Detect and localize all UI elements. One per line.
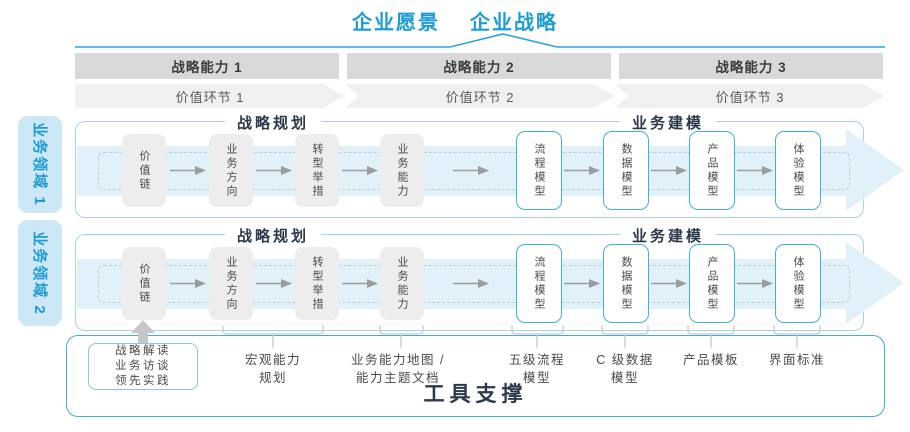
arrow-right-icon <box>651 165 687 176</box>
box-experience-model-text: 体验模型 <box>792 255 804 312</box>
tool-support-title: 工具支撑 <box>423 383 528 406</box>
arrow-right-icon <box>737 165 773 176</box>
deliverable-text: 能力主题文档 <box>355 370 440 385</box>
dashed-track <box>98 265 850 303</box>
box-value-chain: 价值链 <box>122 134 166 207</box>
domain-label-1-text: 业务领域 1 <box>30 122 48 207</box>
box-business-capability: 业务能力 <box>380 134 424 207</box>
box-process-model: 流程模型 <box>516 131 562 210</box>
box-data-model-text: 数据模型 <box>620 255 632 312</box>
deliverable-text: 宏观能力 <box>244 353 301 367</box>
box-process-model-text: 流程模型 <box>533 142 545 199</box>
box-data-model: 数据模型 <box>603 131 649 210</box>
modeling-section-title: 业务建模 <box>619 225 717 246</box>
deliverable-text: 模型 <box>610 370 639 385</box>
domain-label-1: 业务领域 1 <box>18 116 62 213</box>
box-transformation-initiatives: 转型举措 <box>295 247 339 320</box>
capability-bar-row: 战略能力 1 战略能力 2 战略能力 3 <box>75 53 883 79</box>
arrow-right-icon <box>737 278 773 289</box>
box-business-direction: 业务方向 <box>209 247 253 320</box>
box-experience-model-text: 体验模型 <box>792 142 804 199</box>
deliverable-capability-map: 业务能力地图 / 能力主题文档 <box>333 352 463 387</box>
box-data-model-text: 数据模型 <box>620 142 632 199</box>
box-process-model: 流程模型 <box>516 244 562 323</box>
box-value-chain-text: 价值链 <box>138 149 150 192</box>
box-product-model-text: 产品模型 <box>706 255 718 312</box>
box-transformation-initiatives-text: 转型举措 <box>311 255 323 312</box>
tool-support-container: 工具支撑 <box>66 335 885 417</box>
box-data-model: 数据模型 <box>603 244 649 323</box>
flow-band-arrowhead-icon <box>846 242 904 324</box>
box-experience-model: 体验模型 <box>775 244 821 323</box>
deliverable-text: 五级流程 <box>508 353 565 367</box>
box-product-model: 产品模型 <box>689 131 735 210</box>
deliverable-text: 界面标准 <box>768 353 825 367</box>
arrow-right-icon <box>170 278 206 289</box>
domain-2-panel: 战略规划 业务建模 价值链 业务方向 转型举措 业务能力 流程模型 数据模型 产… <box>75 225 904 331</box>
value-link-chevron-3: 价值环节 3 <box>615 84 885 108</box>
value-link-chevron-2: 价值环节 2 <box>345 84 615 108</box>
top-titles: 企业愿景 企业战略 <box>0 6 910 35</box>
structure-line-with-peak-icon <box>75 33 885 48</box>
capability-bar-3: 战略能力 3 <box>619 53 883 79</box>
arrow-right-icon <box>342 278 378 289</box>
modeling-section-title: 业务建模 <box>619 112 717 133</box>
box-process-model-text: 流程模型 <box>533 255 545 312</box>
domain-1-panel: 战略规划 业务建模 价值链 业务方向 转型举措 业务能力 流程模型 数据模型 产… <box>75 112 904 218</box>
value-link-chevron-1: 价值环节 1 <box>75 84 345 108</box>
deliverable-text: C 级数据 <box>596 353 654 367</box>
box-transformation-initiatives: 转型举措 <box>295 134 339 207</box>
practice-line-2: 业务访谈 <box>115 360 171 373</box>
deliverable-ui-standard: 界面标准 <box>732 352 862 370</box>
box-business-capability-text: 业务能力 <box>396 142 408 199</box>
deliverable-macro-capability: 宏观能力 规划 <box>208 352 338 387</box>
planning-section-title: 战略规划 <box>224 225 322 246</box>
box-product-model-text: 产品模型 <box>706 142 718 199</box>
capability-bar-2: 战略能力 2 <box>347 53 611 79</box>
box-experience-model: 体验模型 <box>775 131 821 210</box>
box-transformation-initiatives-text: 转型举措 <box>311 142 323 199</box>
deliverable-data-model: C 级数据 模型 <box>560 352 690 387</box>
vision-title: 企业愿景 <box>352 12 440 34</box>
practice-source-box: 战略解读 业务访谈 领先实践 <box>88 343 198 390</box>
dashed-track <box>98 152 850 190</box>
domain-label-2: 业务领域 2 <box>18 220 62 326</box>
planning-section-title: 战略规划 <box>224 112 322 133</box>
arrow-right-icon <box>170 165 206 176</box>
capability-bar-1: 战略能力 1 <box>75 53 339 79</box>
box-business-direction-text: 业务方向 <box>225 255 237 312</box>
arrow-right-icon <box>651 278 687 289</box>
box-value-chain-text: 价值链 <box>138 262 150 305</box>
box-business-capability: 业务能力 <box>380 247 424 320</box>
arrow-right-icon <box>256 165 292 176</box>
value-link-row: 价值环节 1 价值环节 2 价值环节 3 <box>75 84 885 108</box>
arrow-right-icon <box>342 165 378 176</box>
box-value-chain: 价值链 <box>122 247 166 320</box>
arrow-right-icon <box>256 278 292 289</box>
box-business-direction-text: 业务方向 <box>225 142 237 199</box>
deliverable-text: 规划 <box>258 370 287 385</box>
box-business-capability-text: 业务能力 <box>396 255 408 312</box>
domain-label-2-text: 业务领域 2 <box>30 230 48 316</box>
arrow-right-icon <box>564 165 600 176</box>
arrow-right-icon <box>564 278 600 289</box>
flow-band-arrowhead-icon <box>846 129 904 211</box>
box-product-model: 产品模型 <box>689 244 735 323</box>
box-business-direction: 业务方向 <box>209 134 253 207</box>
deliverable-text: 模型 <box>522 370 551 385</box>
practice-line-3: 领先实践 <box>115 374 171 387</box>
arrow-right-icon <box>453 165 489 176</box>
deliverable-text: 业务能力地图 / <box>351 353 445 367</box>
arrow-right-icon <box>453 278 489 289</box>
deliverable-process-model: 五级流程 模型 <box>472 352 602 387</box>
deliverable-product-template: 产品模板 <box>646 352 776 370</box>
strategy-title: 企业战略 <box>470 12 558 34</box>
deliverable-text: 产品模板 <box>682 353 739 367</box>
practice-line-1: 战略解读 <box>115 345 171 358</box>
